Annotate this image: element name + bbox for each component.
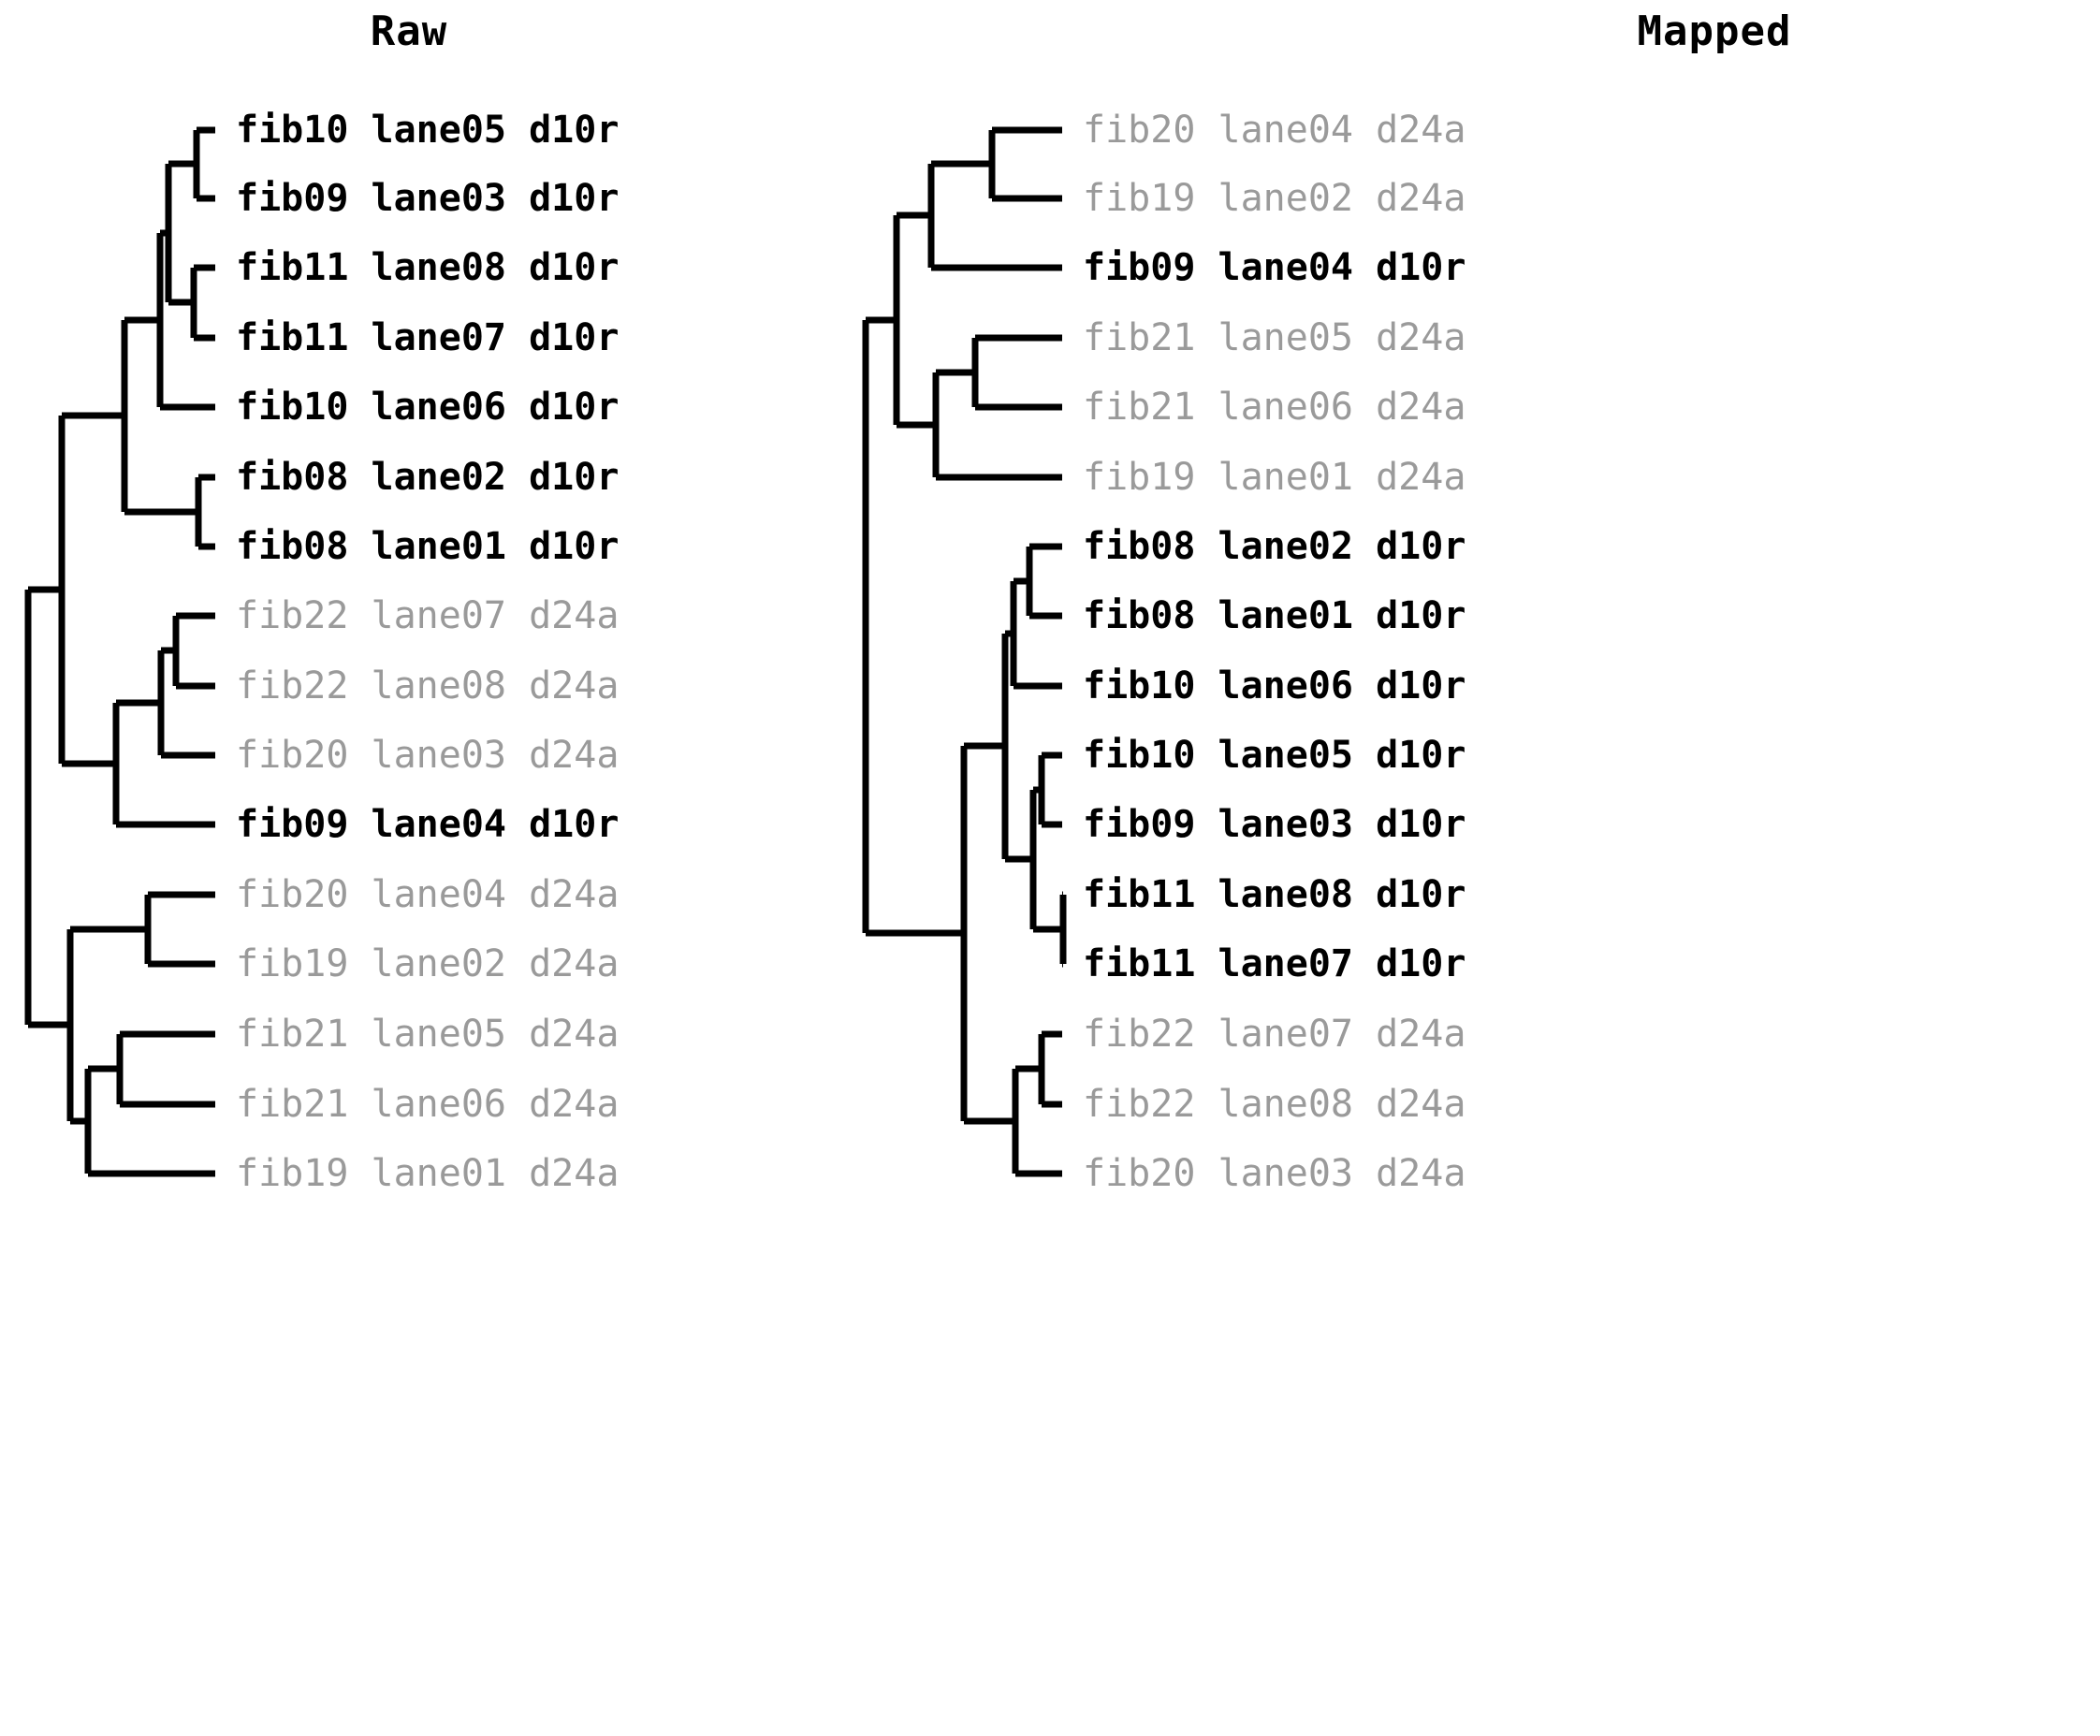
leaf-label: fib10 lane06 d10r [1083,664,1466,708]
leaf-label: fib10 lane05 d10r [236,109,620,152]
leaf-label: fib21 lane06 d24a [236,1083,620,1126]
leaf-label: fib11 lane08 d10r [236,246,620,289]
panel-title-mapped: Mapped [1637,7,1792,55]
leaf-label: fib21 lane05 d24a [236,1013,620,1056]
branch-group-raw [24,126,215,1177]
leaf-label: fib09 lane03 d10r [236,177,620,220]
leaf-label: fib08 lane01 d10r [236,525,620,568]
leaf-label: fib09 lane04 d10r [1083,246,1466,289]
leaf-label: fib11 lane07 d10r [236,316,620,359]
leaf-label: fib10 lane05 d10r [1083,734,1466,777]
leaf-label: fib21 lane05 d24a [1083,316,1466,359]
leaf-label: fib19 lane01 d24a [1083,456,1466,499]
panel-title-raw: Raw [370,7,448,55]
leaf-label: fib21 lane06 d24a [1083,386,1466,429]
leaf-label: fib20 lane03 d24a [1083,1152,1466,1195]
leaf-label: fib19 lane02 d24a [236,942,620,985]
leaf-label: fib11 lane07 d10r [1083,942,1466,985]
leaf-label: fib10 lane06 d10r [236,386,620,429]
leaf-label: fib09 lane04 d10r [236,803,620,846]
leaf-label: fib08 lane02 d10r [1083,525,1466,568]
leaf-label: fib22 lane08 d24a [236,664,620,708]
leaf-label: fib20 lane04 d24a [236,873,620,916]
leaf-label: fib22 lane07 d24a [236,594,620,637]
leaf-label: fib19 lane01 d24a [236,1152,620,1195]
leaf-label: fib09 lane03 d10r [1083,803,1466,846]
leaf-label: fib20 lane04 d24a [1083,109,1466,152]
leaf-label: fib11 lane08 d10r [1083,873,1466,916]
leaf-label: fib19 lane02 d24a [1083,177,1466,220]
leaf-label: fib22 lane08 d24a [1083,1083,1466,1126]
leaf-label: fib22 lane07 d24a [1083,1013,1466,1056]
leaf-label: fib20 lane03 d24a [236,734,620,777]
leaf-label: fib08 lane02 d10r [236,456,620,499]
branch-group-mapped [862,126,1067,1177]
leaf-label: fib08 lane01 d10r [1083,594,1466,637]
